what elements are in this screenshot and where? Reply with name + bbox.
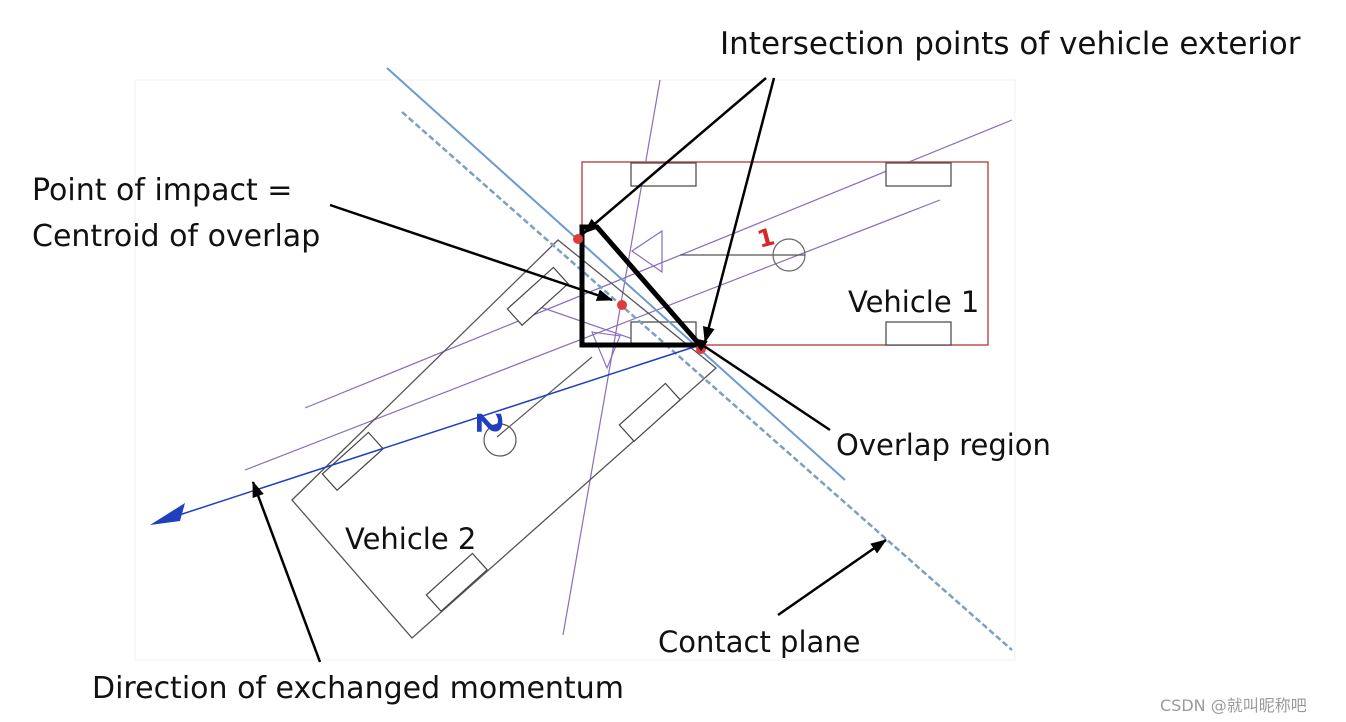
vehicle-2-wheel [506,266,569,327]
intersection-point-top [573,234,583,244]
annotation-arrows [251,77,887,663]
contact-plane-dashed-line [401,111,1013,651]
vehicle-2-wheel [618,382,681,443]
drawing-frame [134,79,1016,661]
label-point-of-impact-2: Centroid of overlap [32,219,320,254]
vehicle-2-axis [496,356,593,438]
label-contact-plane: Contact plane [658,625,861,659]
impact-point [617,300,627,310]
vehicle-1-wheel [885,321,952,346]
vehicle-1-wheel [885,162,952,187]
watermark: CSDN @就叫昵称吧 [1160,696,1307,715]
label-vehicle-2: Vehicle 2 [345,522,476,556]
label-vehicle-1: Vehicle 1 [848,285,979,319]
vehicle-2-outline [291,239,718,639]
vehicle-2-wheel [425,552,488,613]
label-overlap-region: Overlap region [836,428,1051,462]
vehicle-1-marker: 1 [754,222,777,253]
vehicle-2-center [483,423,517,457]
contact-plane-line [386,67,846,481]
label-point-of-impact-1: Point of impact = [32,173,292,208]
vehicle-2-front-triangle [591,331,621,370]
vehicle-2: 2 [291,239,718,639]
vehicle-1-center [772,238,806,272]
vehicle-1-front-triangle [630,229,663,274]
vehicle-2-wheel [321,431,384,492]
label-direction-momentum: Direction of exchanged momentum [92,671,624,706]
label-intersection-points: Intersection points of vehicle exterior [720,26,1301,62]
momentum-arrowhead-icon [150,503,185,525]
